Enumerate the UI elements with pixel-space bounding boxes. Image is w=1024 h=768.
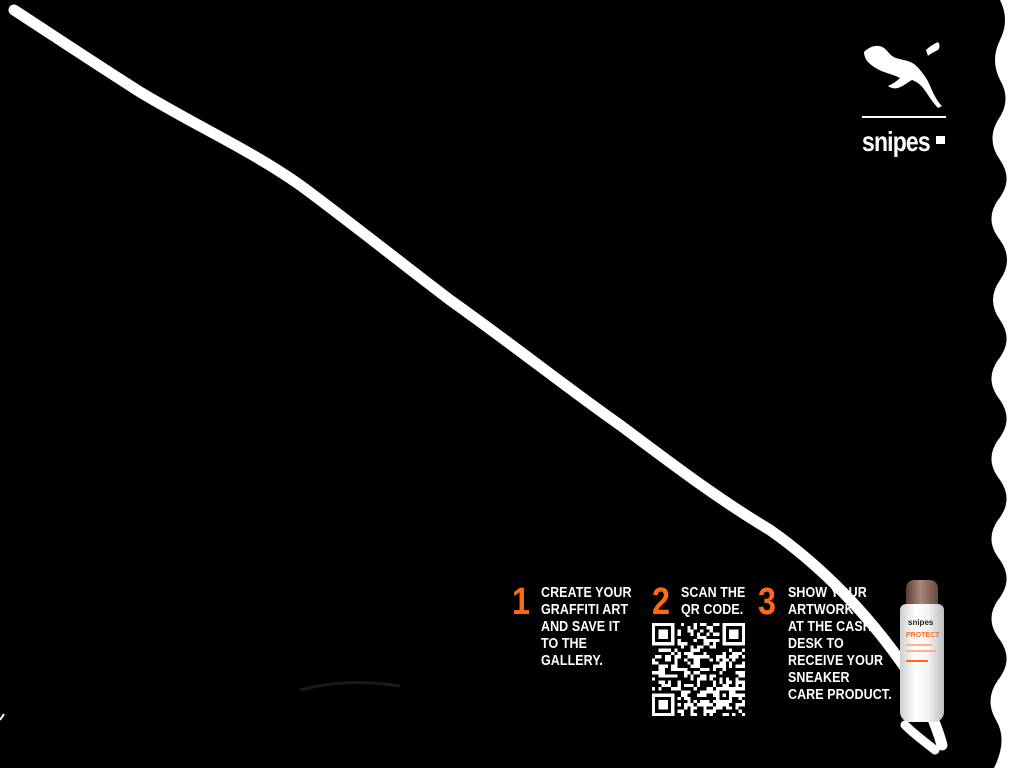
spray-can-icon: snipes PROTECT	[896, 576, 952, 726]
step-2-text: SCAN THE QR CODE.	[681, 585, 746, 618]
puma-cat-icon	[864, 42, 942, 108]
spray-can-stripe	[906, 644, 932, 646]
step-2-number: 2	[652, 581, 670, 623]
spray-can-stripe	[906, 660, 928, 662]
white-brush-stroke	[8, 4, 948, 751]
edge-mark	[0, 713, 5, 721]
white-brush-stroke-tip	[900, 720, 940, 755]
spray-can-cap	[906, 580, 938, 608]
step-3-text: SHOW YOUR ARTWORK AT THE CASH DESK TO RE…	[788, 585, 892, 703]
brand-logo: snipes	[858, 38, 950, 163]
faint-stroke	[299, 681, 401, 692]
spray-can-label: PROTECT	[906, 632, 940, 639]
brand-divider	[862, 116, 946, 118]
brand-wordmark-mark	[936, 136, 945, 144]
step-1-text: CREATE YOUR GRAFFITI ART AND SAVE IT TO …	[541, 585, 632, 669]
spray-can-brand: snipes	[908, 618, 934, 627]
brand-wordmark: snipes	[862, 126, 931, 157]
spray-can-stripe	[906, 650, 936, 652]
qr-code[interactable]	[652, 623, 745, 716]
step-3-number: 3	[758, 581, 776, 623]
step-1-number: 1	[512, 581, 530, 623]
spray-can-body	[900, 604, 944, 722]
